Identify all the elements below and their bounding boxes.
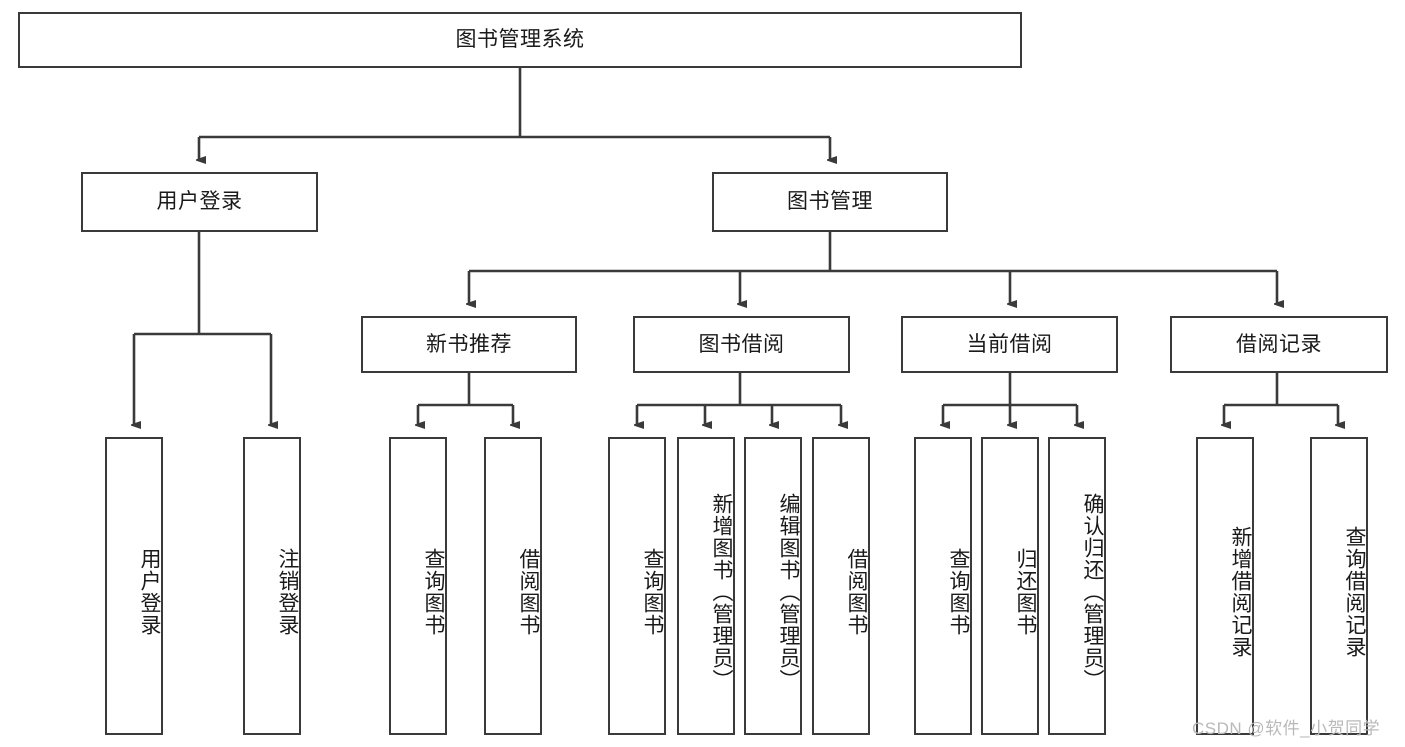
leaf-book-borrow-edit[interactable]: 编辑图书（管理员） bbox=[744, 437, 802, 735]
leaf-user-login-logout[interactable]: 注销登录 bbox=[243, 437, 301, 735]
watermark-text: CSDN @软件_小贺同学 bbox=[1192, 719, 1381, 738]
leaf-label: 编辑图书（管理员） bbox=[777, 493, 800, 691]
leaf-current-borrow-query[interactable]: 查询图书 bbox=[914, 437, 972, 735]
leaf-label: 查询借阅记录 bbox=[1343, 526, 1366, 658]
node-root-system[interactable]: 图书管理系统 bbox=[18, 12, 1022, 68]
node-current-borrow[interactable]: 当前借阅 bbox=[901, 316, 1118, 373]
leaf-book-borrow-add[interactable]: 新增图书（管理员） bbox=[677, 437, 735, 735]
leaf-label: 新增借阅记录 bbox=[1229, 526, 1252, 658]
leaf-current-borrow-return[interactable]: 归还图书 bbox=[981, 437, 1039, 735]
leaf-label: 借阅图书 bbox=[517, 548, 540, 636]
leaf-label: 用户登录 bbox=[138, 548, 161, 636]
leaf-new-book-borrow[interactable]: 借阅图书 bbox=[484, 437, 542, 735]
leaf-label: 查询图书 bbox=[947, 548, 970, 636]
leaf-borrow-record-query[interactable]: 查询借阅记录 bbox=[1310, 437, 1368, 735]
leaf-label: 查询图书 bbox=[641, 548, 664, 636]
leaf-label: 查询图书 bbox=[422, 548, 445, 636]
leaf-current-borrow-confirm-return[interactable]: 确认归还（管理员） bbox=[1048, 437, 1106, 735]
leaf-new-book-query[interactable]: 查询图书 bbox=[389, 437, 447, 735]
node-borrow-record[interactable]: 借阅记录 bbox=[1170, 316, 1388, 373]
leaf-user-login-login[interactable]: 用户登录 bbox=[105, 437, 163, 735]
leaf-label: 新增图书（管理员） bbox=[710, 493, 733, 691]
node-new-book-recommend[interactable]: 新书推荐 bbox=[361, 316, 577, 373]
leaf-borrow-record-add[interactable]: 新增借阅记录 bbox=[1196, 437, 1254, 735]
leaf-label: 注销登录 bbox=[276, 548, 299, 636]
leaf-label: 确认归还（管理员） bbox=[1081, 493, 1104, 691]
node-user-login[interactable]: 用户登录 bbox=[81, 172, 318, 232]
node-book-management[interactable]: 图书管理 bbox=[712, 172, 948, 232]
leaf-label: 归还图书 bbox=[1014, 548, 1037, 636]
leaf-book-borrow-borrow[interactable]: 借阅图书 bbox=[812, 437, 870, 735]
leaf-book-borrow-query[interactable]: 查询图书 bbox=[608, 437, 666, 735]
node-book-borrow[interactable]: 图书借阅 bbox=[633, 316, 850, 373]
leaf-label: 借阅图书 bbox=[845, 548, 868, 636]
